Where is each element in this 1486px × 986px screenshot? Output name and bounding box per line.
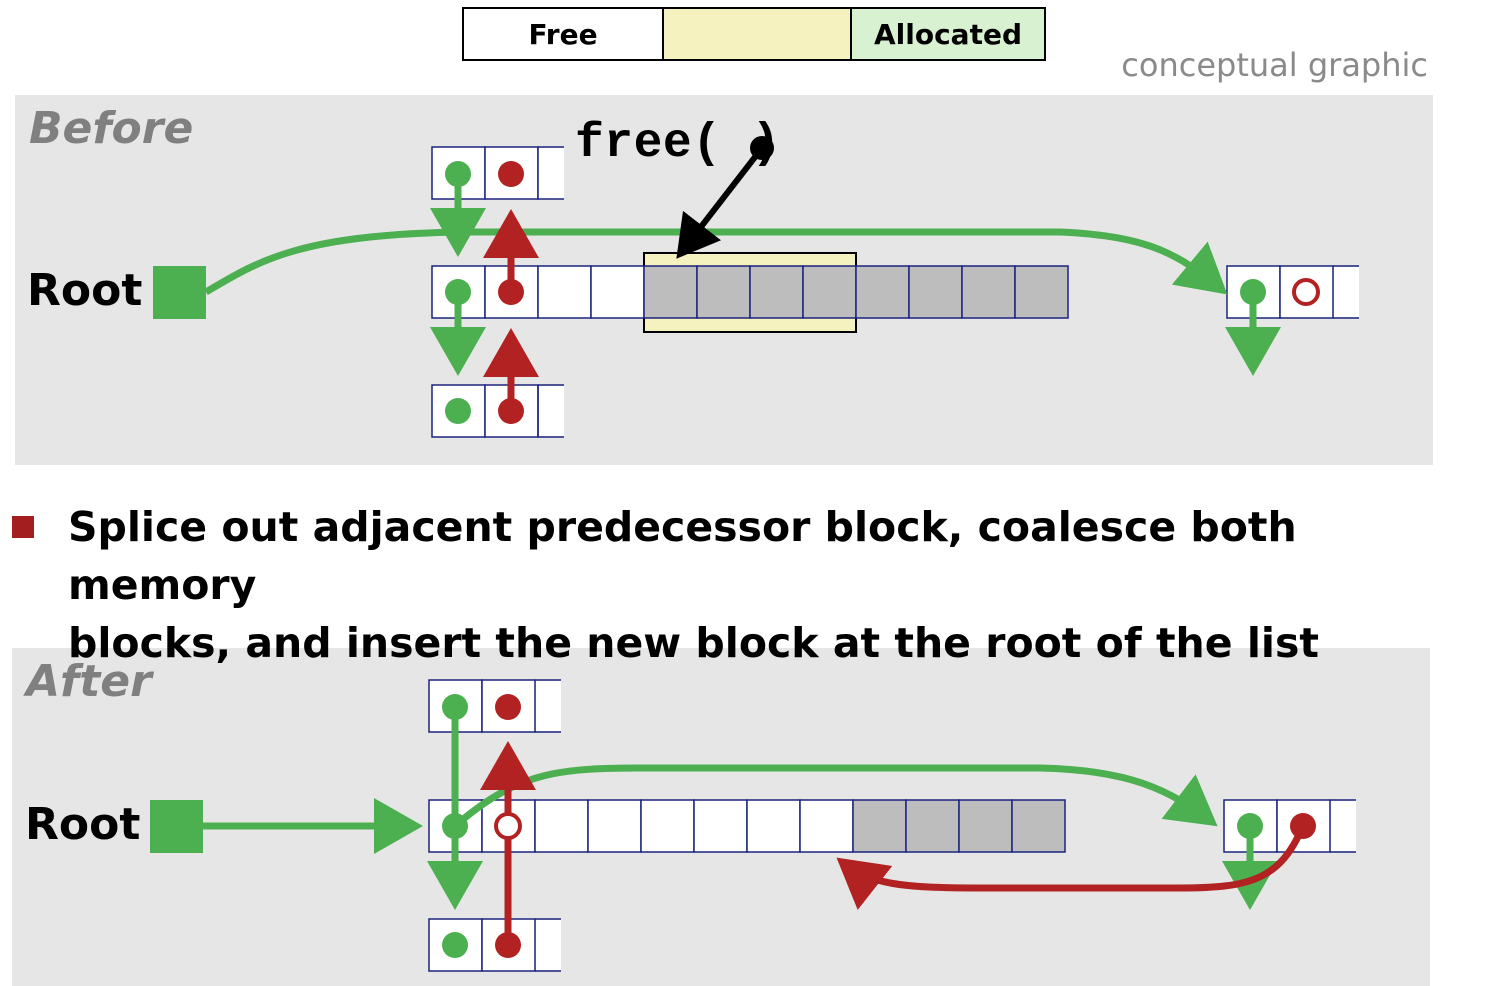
legend-allocated: Allocated [852, 9, 1044, 59]
before-right-null-dot [1292, 278, 1320, 306]
before-prev-dot-mid [498, 279, 524, 305]
bullet-text: Splice out adjacent predecessor block, c… [68, 498, 1468, 672]
before-next-dot-top [445, 161, 471, 187]
after-right-next-dot [1237, 813, 1263, 839]
bullet-line-1: Splice out adjacent predecessor block, c… [68, 503, 1297, 609]
after-prev-dot-bottom [495, 932, 521, 958]
before-title: Before [29, 103, 194, 154]
before-prev-dot-top [498, 161, 524, 187]
before-root-square [153, 266, 206, 319]
legend-free: Free [464, 9, 664, 59]
before-next-dot-mid [445, 279, 471, 305]
after-prev-dot-top [495, 694, 521, 720]
after-root-label: Root [25, 799, 141, 850]
before-next-dot-bottom [445, 398, 471, 424]
after-next-dot-mid [442, 813, 468, 839]
legend-transition [664, 9, 852, 59]
free-pointer-dot [750, 136, 774, 160]
after-right-prev-arrow [836, 824, 1307, 910]
after-null-dot-mid [494, 812, 522, 840]
after-main-block-row [428, 799, 1066, 853]
after-next-dot-top [442, 694, 468, 720]
before-main-block-row [431, 252, 1069, 333]
bullet-line-2: blocks, and insert the new block at the … [68, 619, 1319, 667]
legend: Free Allocated [462, 7, 1046, 61]
free-call-label: free() [575, 117, 781, 171]
free-pointer-arrow [676, 146, 765, 259]
bullet-marker [12, 516, 34, 538]
after-title: After [26, 656, 152, 707]
caption: conceptual graphic [1121, 46, 1428, 84]
after-root-square [150, 800, 203, 853]
after-next-dot-bottom [442, 932, 468, 958]
before-root-label: Root [27, 265, 143, 316]
after-right-prev-dot [1290, 813, 1316, 839]
before-prev-dot-bottom [498, 398, 524, 424]
free-call-text: free( [575, 117, 722, 171]
before-right-next-dot [1240, 279, 1266, 305]
